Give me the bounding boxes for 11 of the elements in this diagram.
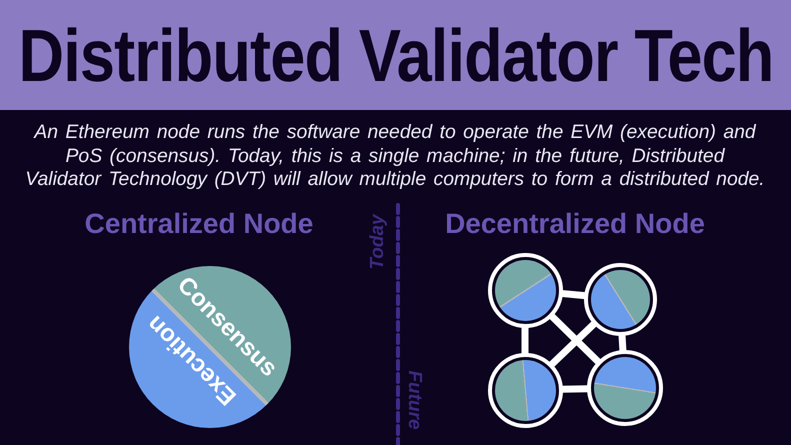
title: Distributed Validator Tech [18,19,773,93]
connector-line [561,385,588,393]
timeline-label: Today [367,214,389,270]
connector-line [548,313,602,365]
timeline-label: Future [403,370,425,430]
connector-line [548,321,597,368]
connector-line [561,290,585,300]
section-heading: Decentralized Node [445,208,705,240]
section-heading: Centralized Node [84,208,314,240]
intro-paragraph: An Ethereum node runs the software needed to operate the EVM (execution) and PoS (consensus). Today, this is a single machine; in the future, Distributed Validator Technology (DVT) will allow multiple computers to form a distributed node. [25,120,765,192]
connector-line [618,334,626,352]
